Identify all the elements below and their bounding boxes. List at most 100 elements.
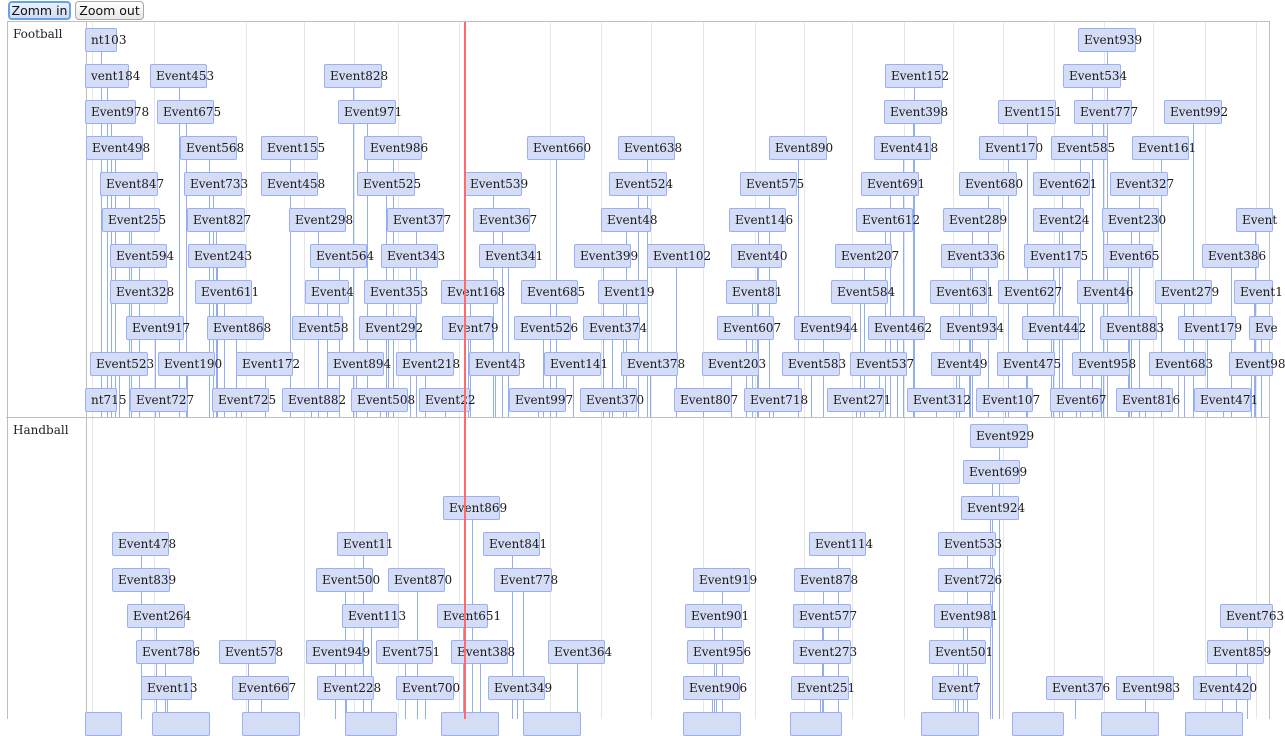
timeline-item[interactable]: Event364 [548, 640, 612, 664]
timeline-item[interactable]: Event839 [112, 568, 176, 592]
timeline-item[interactable]: Event168 [441, 280, 505, 304]
timeline-item-partial[interactable] [345, 712, 397, 736]
timeline-item[interactable]: Event292 [359, 316, 423, 340]
timeline-item[interactable]: Event203 [702, 352, 766, 376]
timeline-item[interactable]: Event577 [793, 604, 857, 628]
timeline-item[interactable]: Event778 [494, 568, 558, 592]
timeline-item[interactable]: Event539 [464, 172, 528, 196]
timeline-item[interactable]: Event564 [310, 244, 374, 268]
timeline-item[interactable]: Event172 [236, 352, 300, 376]
timeline-item[interactable]: Event327 [1110, 172, 1174, 196]
timeline-item[interactable]: Event786 [136, 640, 200, 664]
timeline-item[interactable]: Event298 [289, 208, 353, 232]
timeline-item[interactable]: nt715 [85, 388, 126, 412]
timeline-item[interactable]: Event378 [621, 352, 685, 376]
timeline-item[interactable]: Event388 [451, 640, 515, 664]
timeline-item[interactable]: Event107 [976, 388, 1040, 412]
timeline-item[interactable]: Event22 [419, 388, 475, 412]
timeline-item[interactable]: Event501 [929, 640, 993, 664]
timeline-item[interactable]: Event691 [861, 172, 925, 196]
timeline-item[interactable]: Event114 [809, 532, 873, 556]
timeline-item[interactable]: Event631 [930, 280, 994, 304]
timeline-item-partial[interactable] [242, 712, 300, 736]
timeline-item[interactable]: Event49 [931, 352, 987, 376]
timeline-item[interactable]: Event [1236, 208, 1277, 232]
timeline-item[interactable]: Event328 [110, 280, 174, 304]
timeline-item[interactable]: Event934 [940, 316, 1004, 340]
timeline-item[interactable]: Event11 [337, 532, 393, 556]
timeline-item[interactable]: Event894 [327, 352, 391, 376]
timeline-item[interactable]: Event939 [1078, 28, 1142, 52]
timeline-item-partial[interactable] [441, 712, 499, 736]
timeline-item[interactable]: Event170 [979, 136, 1043, 160]
timeline-item[interactable]: Event901 [685, 604, 749, 628]
timeline-item[interactable]: Event478 [112, 532, 176, 556]
timeline-item[interactable]: Event46 [1077, 280, 1133, 304]
timeline-item[interactable]: Event161 [1132, 136, 1196, 160]
timeline-item[interactable]: Event255 [102, 208, 166, 232]
timeline-item[interactable]: Event442 [1022, 316, 1086, 340]
timeline-item[interactable]: Eve [1249, 316, 1278, 340]
timeline-item[interactable]: Event827 [187, 208, 251, 232]
timeline-item[interactable]: Event983 [1116, 676, 1180, 700]
timeline-item[interactable]: Event336 [941, 244, 1005, 268]
timeline-item[interactable]: Event917 [126, 316, 190, 340]
timeline-item-partial[interactable] [152, 712, 210, 736]
timeline-item[interactable]: Event621 [1033, 172, 1097, 196]
timeline-item[interactable]: Event627 [998, 280, 1062, 304]
timeline-item[interactable]: Event859 [1207, 640, 1271, 664]
timeline-item-partial[interactable] [921, 712, 979, 736]
timeline-item[interactable]: Event816 [1116, 388, 1180, 412]
timeline-item[interactable]: Event146 [729, 208, 793, 232]
timeline-item[interactable]: Event949 [306, 640, 370, 664]
timeline-item[interactable]: Event420 [1193, 676, 1257, 700]
timeline-item[interactable]: Event612 [856, 208, 920, 232]
timeline-item[interactable]: Event179 [1178, 316, 1242, 340]
zoom-out-button[interactable]: Zoom out [75, 1, 144, 20]
timeline-item-partial[interactable] [683, 712, 741, 736]
timeline-item[interactable]: Event218 [396, 352, 460, 376]
timeline-item[interactable]: Event733 [184, 172, 248, 196]
timeline-item[interactable]: Event152 [885, 64, 949, 88]
timeline-item[interactable]: Event986 [364, 136, 428, 160]
timeline-item[interactable]: Event956 [687, 640, 751, 664]
timeline-item[interactable]: Event273 [793, 640, 857, 664]
timeline-item[interactable]: Event399 [574, 244, 638, 268]
timeline-item[interactable]: Event175 [1024, 244, 1088, 268]
timeline-item[interactable]: Event841 [483, 532, 547, 556]
timeline-item[interactable]: Event919 [693, 568, 757, 592]
timeline-item[interactable]: Event763 [1220, 604, 1284, 628]
timeline-item[interactable]: Event929 [970, 424, 1034, 448]
timeline-item[interactable]: Event533 [938, 532, 1002, 556]
timeline-item[interactable]: Event537 [850, 352, 914, 376]
zoom-in-button[interactable]: Zomm in [8, 1, 71, 20]
timeline-item[interactable]: Event228 [317, 676, 381, 700]
timeline-item[interactable]: Event353 [364, 280, 428, 304]
timeline-item[interactable]: Event386 [1202, 244, 1266, 268]
timeline-item[interactable]: Event207 [835, 244, 899, 268]
timeline-item[interactable]: Event971 [338, 100, 402, 124]
timeline-item[interactable]: Event726 [938, 568, 1002, 592]
timeline-item[interactable]: Event607 [717, 316, 781, 340]
timeline-item[interactable]: Event367 [473, 208, 537, 232]
timeline-item-partial[interactable] [85, 712, 122, 736]
timeline-item-partial[interactable] [1101, 712, 1159, 736]
timeline-item[interactable]: Event1 [1234, 280, 1283, 304]
timeline-item[interactable]: Event847 [100, 172, 164, 196]
timeline-item[interactable]: Event155 [261, 136, 325, 160]
timeline-item[interactable]: Event638 [618, 136, 682, 160]
timeline-item[interactable]: Event699 [963, 460, 1027, 484]
timeline-item[interactable]: Event751 [376, 640, 440, 664]
timeline-item[interactable]: Event508 [351, 388, 415, 412]
timeline-item[interactable]: Event524 [609, 172, 673, 196]
timeline-item[interactable]: Event65 [1103, 244, 1159, 268]
timeline-item[interactable]: Event349 [488, 676, 552, 700]
timeline-item[interactable]: Event462 [868, 316, 932, 340]
timeline-item[interactable]: Event700 [396, 676, 460, 700]
timeline-item[interactable]: Event48 [601, 208, 657, 232]
timeline-item[interactable]: Event584 [831, 280, 895, 304]
timeline-item[interactable]: Event376 [1046, 676, 1110, 700]
timeline-item[interactable]: Event4 [305, 280, 354, 304]
timeline-item[interactable]: Event675 [157, 100, 221, 124]
timeline-item[interactable]: Event113 [342, 604, 406, 628]
